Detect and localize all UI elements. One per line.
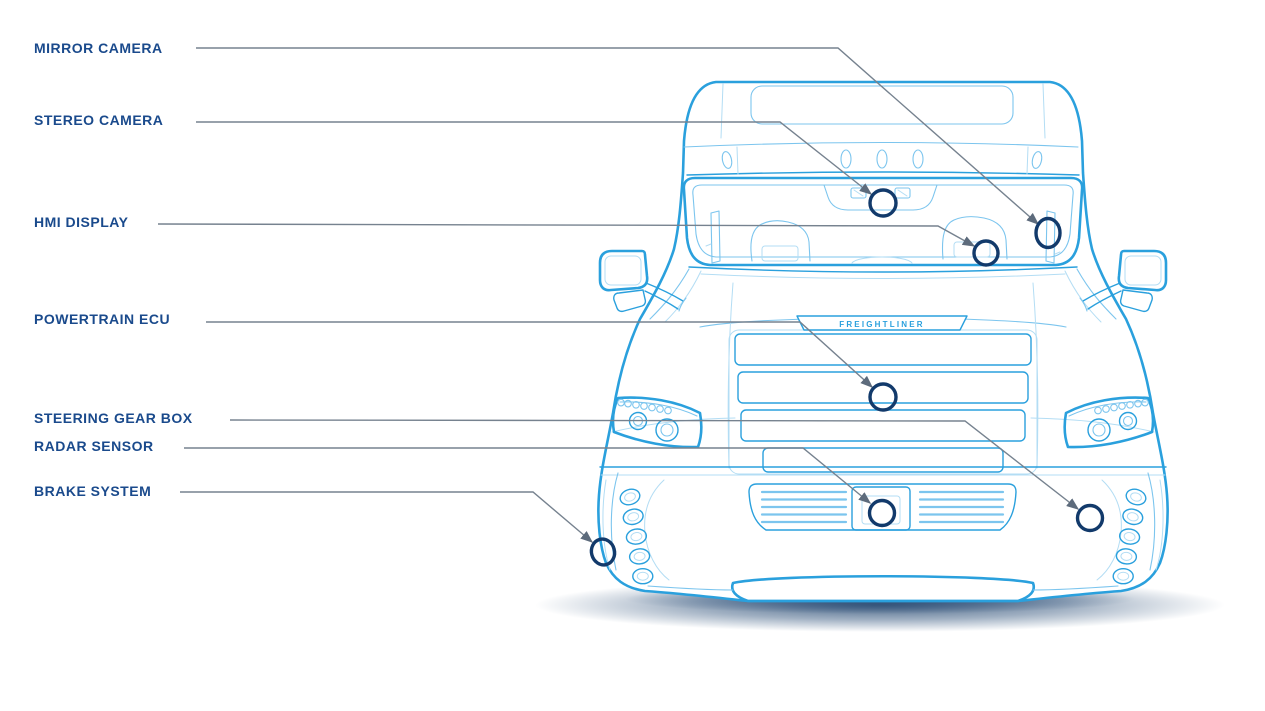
cab-silhouette — [597, 80, 1169, 603]
callout-label-hmi-display: HMI DISPLAY — [34, 214, 129, 230]
leader-line-brake-system — [180, 491, 594, 543]
callout-label-steering-gear-box: STEERING GEAR BOX — [34, 410, 193, 426]
brand-plate-text: FREIGHTLINER — [839, 320, 925, 329]
a-pillar-bracket-right — [1045, 210, 1056, 264]
bumper-slats-left — [760, 490, 848, 524]
leader-line-mirror-camera — [196, 47, 1040, 225]
stereo-camera-housing — [823, 184, 938, 211]
callout-label-mirror-camera: MIRROR CAMERA — [34, 40, 163, 56]
leader-line-steering-gear-box — [229, 419, 1080, 510]
radar-housing — [851, 486, 911, 531]
cowl-line — [688, 266, 1078, 273]
grille: FREIGHTLINER — [728, 315, 1038, 475]
brand-plate — [796, 315, 968, 331]
bumper-center-inset — [748, 483, 1017, 531]
a-pillar-bracket-left — [710, 210, 721, 264]
front-bumper — [599, 466, 1167, 603]
leader-line-radar-sensor — [184, 447, 872, 504]
sun-visor — [683, 141, 1080, 176]
callout-label-radar-sensor: RADAR SENSOR — [34, 438, 154, 454]
callout-marker-hmi-display — [972, 239, 1000, 267]
callout-label-powertrain-ecu: POWERTRAIN ECU — [34, 311, 171, 327]
driver-seat — [750, 220, 811, 262]
bumper-slats-right — [918, 490, 1005, 524]
callout-label-brake-system: BRAKE SYSTEM — [34, 483, 152, 499]
callout-label-stereo-camera: STEREO CAMERA — [34, 112, 164, 128]
leader-line-powertrain-ecu — [206, 321, 874, 388]
passenger-seat — [941, 216, 1008, 260]
leader-line-hmi-display — [157, 223, 976, 247]
callout-marker-powertrain-ecu — [868, 382, 898, 412]
callout-marker-stereo-camera — [868, 188, 898, 218]
callout-marker-mirror-camera — [1034, 216, 1062, 250]
callout-marker-steering-gear-box — [1075, 503, 1105, 533]
truck-body: FREIGHTLINER — [597, 80, 1169, 603]
leader-lines — [157, 47, 1080, 543]
windshield — [682, 176, 1084, 279]
chin-spoiler — [730, 574, 1036, 603]
leader-line-stereo-camera — [196, 121, 873, 195]
callout-markers — [589, 188, 1105, 567]
callout-marker-brake-system — [589, 537, 617, 567]
callout-marker-radar-sensor — [867, 498, 897, 528]
